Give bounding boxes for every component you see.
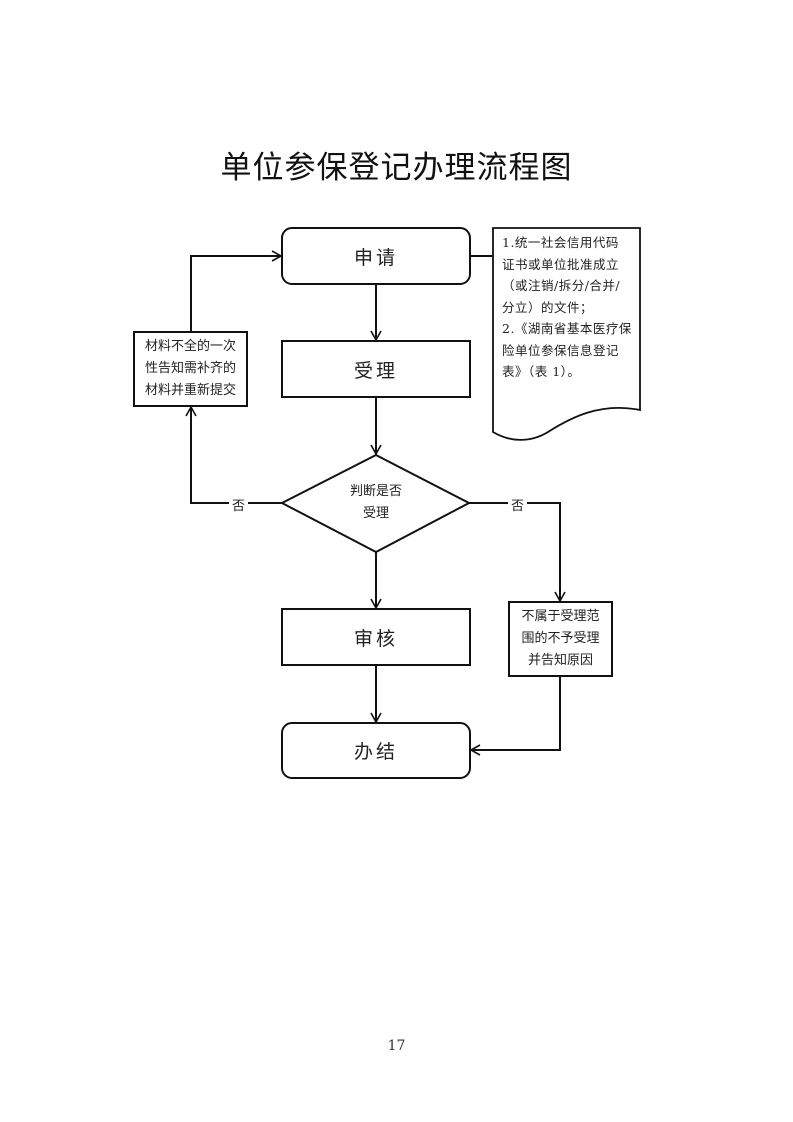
document-line: （或注销/拆分/合并/ <box>502 278 621 293</box>
document-node-shape <box>492 227 641 441</box>
rejected-label-line: 并告知原因 <box>527 653 593 668</box>
review-label: 审核 <box>353 627 398 650</box>
document-line: 险单位参保信息登记 <box>502 342 620 358</box>
edge-rejected-complete <box>469 676 561 756</box>
edge-decision-incomplete <box>185 405 282 504</box>
apply-node: 申请 <box>282 228 470 284</box>
complete-node: 办结 <box>282 723 470 778</box>
rejected-node: 不属于受理范 围的不予受理 并告知原因 <box>509 602 612 676</box>
rejected-label-line: 不属于受理范 <box>521 609 600 624</box>
document-line: 表》（表 1）。 <box>502 364 581 379</box>
rejected-label-line: 围的不予受理 <box>521 631 600 646</box>
edge-decision-rejected <box>469 502 566 603</box>
incomplete-node-shape <box>133 331 248 407</box>
apply-label: 申请 <box>353 246 398 269</box>
document-line: 1.统一社会信用代码 <box>502 235 619 250</box>
incomplete-node: 材料不全的一次 性告知需补齐的 材料并重新提交 <box>134 332 247 406</box>
edge-incomplete-apply <box>190 250 283 332</box>
document-line: 分立）的文件； <box>502 299 594 315</box>
accept-label: 受理 <box>353 359 398 382</box>
incomplete-label-line: 材料不全的一次 <box>144 339 236 354</box>
accept-node: 受理 <box>282 341 470 397</box>
incomplete-label-line: 材料并重新提交 <box>144 383 236 398</box>
incomplete-label-line: 性告知需补齐的 <box>144 361 236 376</box>
decision-label-line: 受理 <box>362 506 389 521</box>
document-line: 证书或单位批准成立 <box>502 256 620 272</box>
page-title: 单位参保登记办理流程图 <box>220 150 573 186</box>
edge-label-right-no: 否 <box>508 495 528 514</box>
rejected-node-shape <box>508 601 613 677</box>
edge-label-left-no: 否 <box>229 495 249 514</box>
document-line: 2.《湖南省基本医疗保 <box>502 321 632 336</box>
decision-node: 判断是否 受理 <box>300 478 452 528</box>
review-node: 审核 <box>282 609 470 665</box>
complete-label: 办结 <box>353 741 398 763</box>
page-number: 17 <box>387 1038 406 1054</box>
decision-label-line: 判断是否 <box>349 484 402 499</box>
document-node: 1.统一社会信用代码 证书或单位批准成立 （或注销/拆分/合并/ 分立）的文件；… <box>502 232 638 383</box>
